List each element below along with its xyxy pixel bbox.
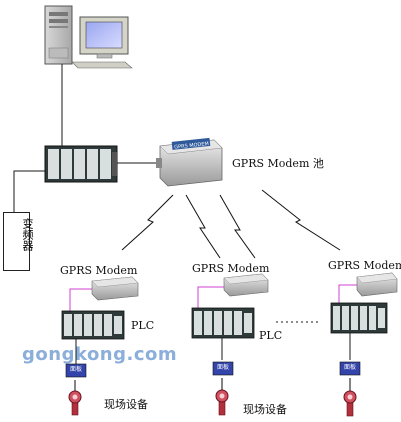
modem-right-label: GPRS Modem [328,259,401,272]
modem-left-label: GPRS Modem [60,264,138,277]
field-device-mid-label: 现场设备 [243,403,287,416]
modem-mid-label: GPRS Modem [192,262,270,275]
panel-icon [65,363,87,378]
vfd-label: 变频器 [21,218,34,251]
modem-icon [356,272,398,297]
monitor-icon [71,16,133,69]
panel-icon [212,361,234,376]
plc-icon [61,310,125,340]
plc-left-label: PLC [131,319,155,332]
modem-icon: GPRS MODEM [156,137,223,187]
modem-top-label: GPRS MODEM [174,141,209,151]
flow-meter-icon [68,380,82,416]
flow-meter-icon [343,378,357,417]
modem-icon [91,276,139,301]
server-icon [44,5,73,65]
modem-pool-label: GPRS Modem 池 [232,157,324,170]
panel-label-mid: 面板 [216,364,229,371]
wireless-bolt-icon [121,189,341,259]
vfd-box: 变频器 [3,212,34,271]
flow-meter-icon [215,378,229,416]
plc-mid-label: PLC [259,329,283,342]
modem-icon [223,273,269,297]
plc-icon [191,307,255,339]
panel-label-right: 面板 [343,364,356,371]
panel-label-left: 面板 [69,366,82,373]
watermark: gongkong.com [22,344,178,365]
plc-icon [44,145,118,183]
panel-icon [339,361,361,376]
plc-icon [330,302,388,334]
field-device-left-label: 现场设备 [104,398,148,411]
